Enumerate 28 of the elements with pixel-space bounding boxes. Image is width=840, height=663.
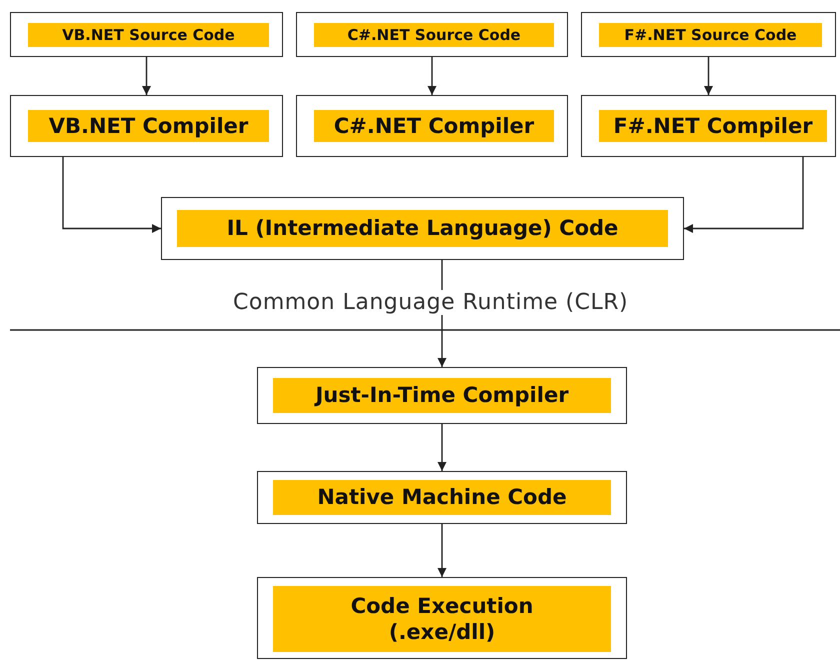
arrow (438, 524, 446, 577)
box-label: C#.NET Compiler (314, 110, 554, 142)
box-label: Just-In-Time Compiler (273, 378, 611, 413)
arrow (428, 57, 436, 95)
process-box (581, 12, 836, 57)
box-label: F#.NET Source Code (599, 23, 822, 47)
process-box (581, 95, 836, 157)
box-label: Code Execution (.exe/dll) (273, 586, 611, 652)
box-label: VB.NET Source Code (28, 23, 269, 47)
arrow (704, 57, 713, 95)
arrow (62, 157, 161, 233)
box-label: Native Machine Code (273, 480, 611, 515)
process-box (10, 95, 283, 157)
process-box (161, 197, 684, 260)
process-box (296, 95, 568, 157)
box-label: IL (Intermediate Language) Code (177, 210, 668, 247)
process-box (296, 12, 568, 57)
box-label: C#.NET Source Code (314, 23, 554, 47)
box-label: VB.NET Compiler (28, 110, 269, 142)
arrow (684, 157, 804, 233)
process-box (257, 471, 627, 524)
box-label: F#.NET Compiler (599, 110, 827, 142)
arrow (142, 57, 151, 95)
process-box (10, 12, 283, 57)
process-box (257, 367, 627, 424)
arrow (438, 424, 446, 471)
section-label: Common Language Runtime (CLR) (233, 290, 628, 315)
process-box (257, 577, 627, 659)
